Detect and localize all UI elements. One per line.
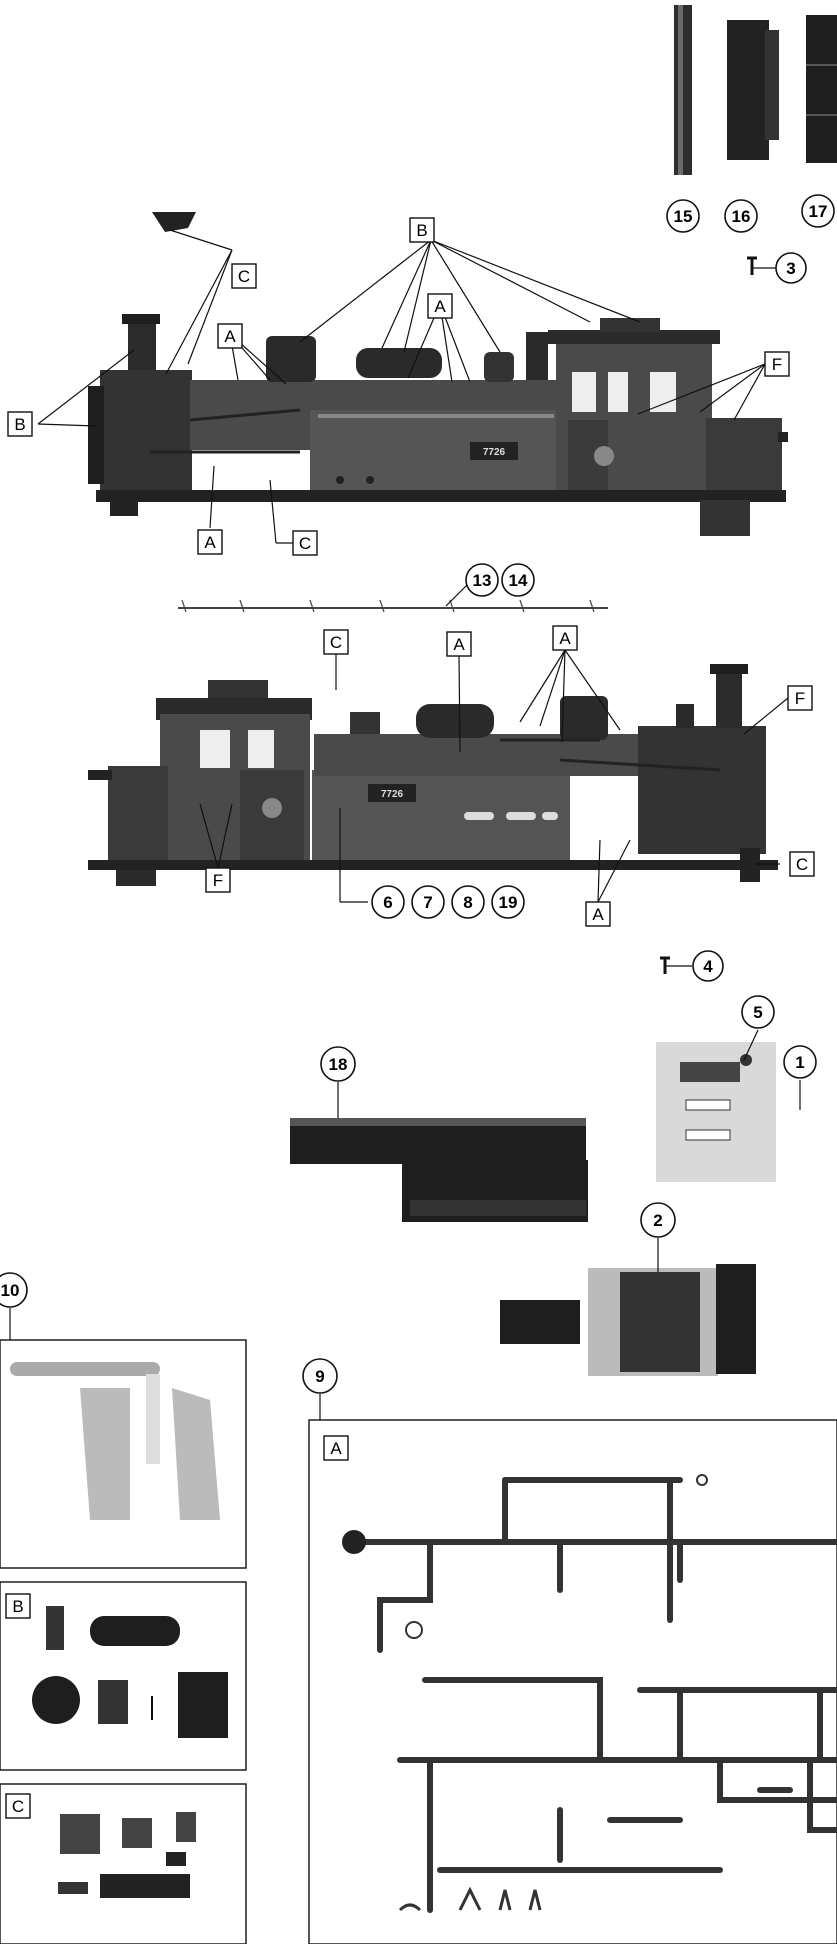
svg-text:B: B (416, 221, 427, 240)
callout-c-loco2-right: C (789, 851, 815, 877)
svg-text:6: 6 (383, 893, 392, 912)
svg-text:5: 5 (753, 1003, 762, 1022)
svg-text:B: B (14, 415, 25, 434)
svg-text:4: 4 (703, 957, 713, 976)
part-1-5-circuit-plate (656, 1029, 801, 1182)
square-callouts: C B A A F B A C C A A F C F A A B C (5, 217, 815, 1819)
svg-text:9: 9 (315, 1367, 324, 1386)
svg-text:7: 7 (423, 893, 432, 912)
callout-c-bottom: C (292, 530, 318, 556)
svg-text:F: F (213, 871, 223, 890)
svg-text:B: B (12, 1597, 23, 1616)
callout-15: 15 (666, 199, 700, 233)
callout-panel10-c: C (5, 1793, 31, 1819)
callout-a-bottom-left: A (197, 529, 223, 555)
callout-a-loco2-mid: A (446, 631, 472, 657)
callout-14: 14 (501, 563, 535, 597)
callout-a-loco2-right: A (552, 625, 578, 651)
callout-5: 5 (741, 995, 775, 1029)
part-4-pin (660, 956, 692, 974)
part-2-motor (500, 1238, 756, 1376)
part-16-block (727, 20, 779, 160)
svg-text:3: 3 (786, 259, 795, 278)
callout-3: 3 (775, 252, 807, 284)
part-3-pin (747, 256, 776, 275)
callout-17: 17 (801, 194, 835, 228)
part-18-frame (290, 1082, 588, 1222)
svg-text:8: 8 (463, 893, 472, 912)
callout-b-top: B (409, 217, 435, 243)
locomotive-side-right: 7726 (88, 664, 778, 886)
callout-18: 18 (320, 1046, 356, 1082)
svg-text:A: A (434, 297, 446, 316)
callout-16: 16 (724, 199, 758, 233)
callout-7: 7 (411, 885, 445, 919)
callout-c-top: C (231, 263, 257, 289)
panel-10 (0, 1308, 247, 1944)
small-bell-part (152, 212, 196, 232)
callout-f-loco2-right: F (787, 685, 813, 711)
callout-6: 6 (371, 885, 405, 919)
svg-text:18: 18 (329, 1055, 348, 1074)
svg-text:15: 15 (674, 207, 693, 226)
svg-text:C: C (796, 855, 808, 874)
svg-text:C: C (238, 267, 250, 286)
callout-a-top-mid: A (427, 293, 453, 319)
part-15-strip (674, 5, 692, 175)
callout-f-loco2-left: F (205, 867, 231, 893)
svg-text:A: A (559, 629, 571, 648)
svg-text:F: F (795, 689, 805, 708)
svg-text:16: 16 (732, 207, 751, 226)
callout-19: 19 (491, 885, 525, 919)
svg-text:19: 19 (499, 893, 518, 912)
callout-f-loco1: F (764, 351, 790, 377)
part-17-block (806, 15, 837, 163)
callout-13: 13 (465, 563, 499, 597)
callout-b-left: B (7, 411, 33, 437)
svg-text:13: 13 (473, 571, 492, 590)
rail-part-13-14 (178, 581, 608, 613)
svg-text:C: C (12, 1797, 24, 1816)
callout-panel9-a: A (323, 1435, 349, 1461)
callout-c-loco2-top: C (323, 629, 349, 655)
callout-10: 10 (0, 1272, 28, 1308)
svg-text:C: C (330, 633, 342, 652)
svg-text:A: A (592, 905, 604, 924)
svg-text:C: C (299, 534, 311, 553)
callout-panel10-b: B (5, 1593, 31, 1619)
callout-a-loco2-bottom: A (585, 901, 611, 927)
number-plate-2: 7726 (381, 789, 404, 800)
circle-callouts: 15 16 17 3 13 14 6 7 8 19 4 5 1 18 2 10 … (0, 194, 835, 1394)
svg-text:14: 14 (509, 571, 528, 590)
callout-8: 8 (451, 885, 485, 919)
callout-2: 2 (640, 1202, 676, 1238)
svg-text:A: A (224, 327, 236, 346)
callout-1: 1 (783, 1045, 817, 1079)
loco2-leaders (199, 649, 789, 903)
number-plate-1: 7726 (483, 447, 506, 458)
svg-text:A: A (453, 635, 465, 654)
svg-text:A: A (204, 533, 216, 552)
svg-text:F: F (772, 355, 782, 374)
svg-text:10: 10 (1, 1281, 20, 1300)
callout-4: 4 (692, 950, 724, 982)
svg-text:2: 2 (653, 1211, 662, 1230)
svg-text:A: A (330, 1439, 342, 1458)
callout-a-top-left: A (217, 323, 243, 349)
panel-9-piping (308, 1394, 837, 1944)
callout-9: 9 (302, 1358, 338, 1394)
locomotive-side-left: 7726 (88, 314, 788, 536)
svg-text:1: 1 (795, 1053, 804, 1072)
svg-text:17: 17 (809, 202, 828, 221)
